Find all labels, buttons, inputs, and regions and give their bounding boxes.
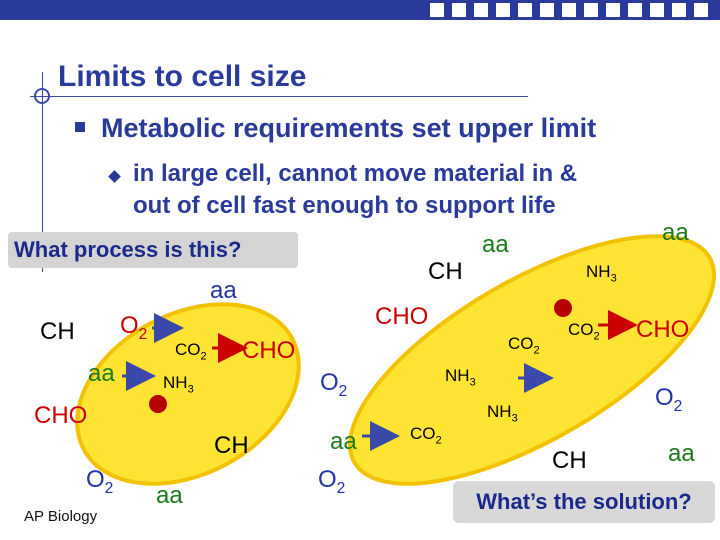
subscript: 2 (336, 479, 346, 497)
subscript: 2 (200, 350, 207, 363)
o-text: O (120, 312, 139, 339)
label-co2: CO2 (568, 320, 600, 342)
o-text: O (320, 369, 339, 396)
subscript: 2 (104, 479, 114, 497)
banner-square (540, 3, 554, 17)
label-nh3: NH3 (445, 366, 476, 388)
subscript: 3 (469, 376, 476, 389)
co-text: CO (508, 334, 534, 353)
label-ch: CH (214, 432, 249, 459)
large-nucleus (554, 299, 572, 317)
top-banner (0, 0, 720, 20)
bullet-main-text: Metabolic requirements set upper limit (101, 113, 597, 143)
small-nucleus (149, 395, 167, 413)
bullet-main: Metabolic requirements set upper limit (75, 113, 596, 144)
label-o2: O2 (655, 384, 682, 416)
label-co2: CO2 (508, 334, 540, 356)
label-o2: O2 (120, 312, 147, 344)
banner-square (518, 3, 532, 17)
banner-square (452, 3, 466, 17)
label-co2: CO2 (175, 340, 207, 362)
banner-square (694, 3, 708, 17)
label-ch: CH (552, 447, 587, 474)
subscript: 2 (138, 325, 148, 343)
label-o2: O2 (318, 466, 345, 498)
sub-bullet-line-2: out of cell fast enough to support life (133, 192, 556, 219)
co-text: CO (410, 424, 436, 443)
slide-title: Limits to cell size (58, 60, 307, 93)
title-underline (30, 96, 528, 97)
banner-square (562, 3, 576, 17)
footer-label: AP Biology (24, 508, 98, 525)
label-o2: O2 (320, 369, 347, 401)
label-nh3: NH3 (586, 262, 617, 284)
co-text: CO (568, 320, 594, 339)
label-aa: aa (88, 360, 115, 387)
label-cho: CHO (636, 316, 690, 343)
subscript: 2 (338, 382, 348, 400)
question-box: What process is this? (8, 232, 298, 268)
banner-square (474, 3, 488, 17)
label-aa: aa (668, 440, 695, 467)
solution-box: What’s the solution? (453, 481, 715, 523)
subscript: 3 (187, 383, 194, 396)
crosshair-ornament (34, 88, 50, 104)
banner-square (672, 3, 686, 17)
label-aa: aa (482, 231, 509, 258)
label-aa: aa (156, 482, 183, 509)
subscript: 2 (673, 397, 683, 415)
nh-text: NH (487, 402, 512, 421)
o-text: O (655, 384, 674, 411)
banner-square (650, 3, 664, 17)
label-aa: aa (662, 219, 689, 246)
banner-square (628, 3, 642, 17)
sub-bullet-line-1: in large cell, cannot move material in & (133, 160, 578, 187)
label-ch: CH (428, 258, 463, 285)
banner-square (430, 3, 444, 17)
banner-square (584, 3, 598, 17)
label-cho: CHO (375, 303, 429, 330)
banner-square (606, 3, 620, 17)
nh-text: NH (445, 366, 470, 385)
subscript: 2 (435, 434, 442, 447)
label-cho: CHO (34, 402, 88, 429)
o-text: O (318, 466, 337, 493)
label-nh3: NH3 (163, 373, 194, 395)
banner-square (496, 3, 510, 17)
co-text: CO (175, 340, 201, 359)
label-aa: aa (330, 428, 357, 455)
nh-text: NH (163, 373, 188, 392)
margin-line (42, 72, 43, 272)
subscript: 2 (533, 344, 540, 357)
square-bullet-icon (75, 122, 85, 132)
subscript: 2 (593, 330, 600, 343)
subscript: 3 (610, 272, 617, 285)
label-aa: aa (210, 277, 237, 304)
label-co2: CO2 (410, 424, 442, 446)
o-text: O (86, 466, 105, 493)
large-cell (348, 234, 716, 486)
label-ch: CH (40, 318, 75, 345)
label-o2: O2 (86, 466, 113, 498)
label-cho: CHO (242, 337, 296, 364)
subscript: 3 (511, 412, 518, 425)
label-nh3: NH3 (487, 402, 518, 424)
nh-text: NH (586, 262, 611, 281)
